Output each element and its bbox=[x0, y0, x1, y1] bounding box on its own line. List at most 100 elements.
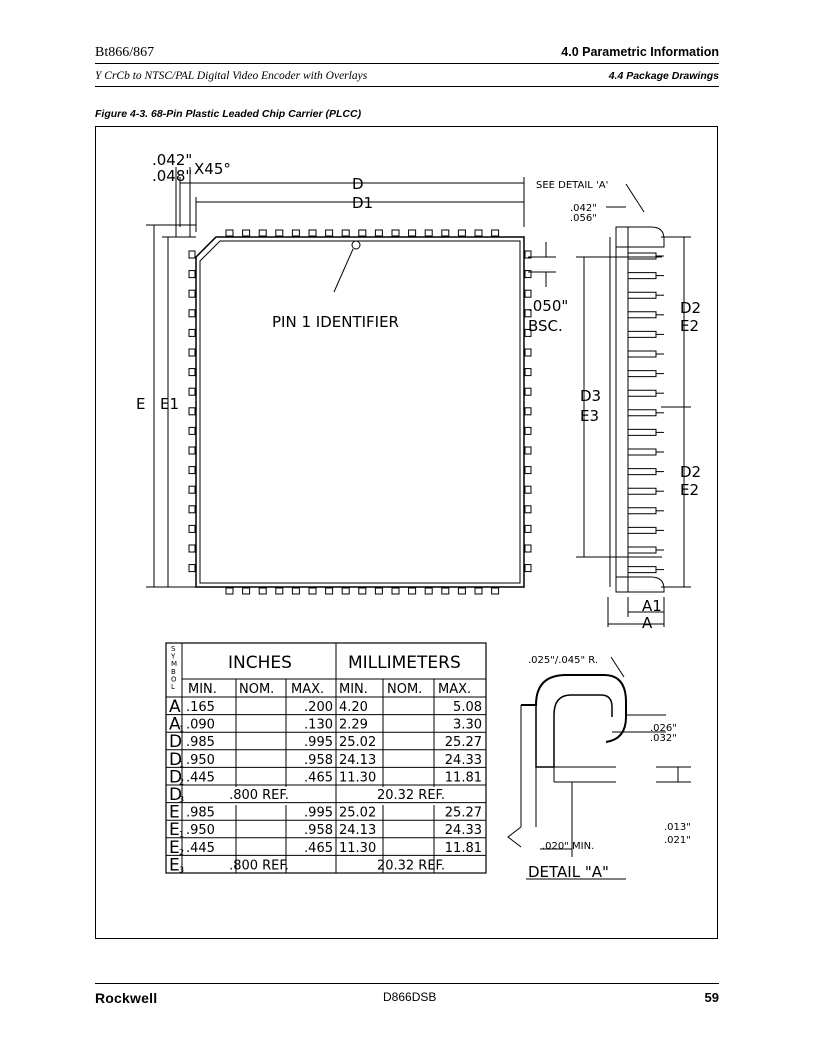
pin-top bbox=[325, 229, 334, 237]
pin-left bbox=[188, 426, 196, 435]
see-detail-label: SEE DETAIL 'A' bbox=[536, 180, 608, 191]
table-cell-mm-min: 4.20 bbox=[339, 700, 368, 715]
pin-left bbox=[188, 309, 196, 318]
table-cell-symbol: E bbox=[169, 820, 180, 840]
pin-bottom bbox=[275, 587, 284, 595]
table-cell-inch-min: .445 bbox=[186, 841, 215, 856]
lead-width-top-label: .026" bbox=[650, 723, 677, 734]
table-cell-inch-max: .200 bbox=[304, 700, 333, 715]
pin-left bbox=[188, 387, 196, 396]
pin-left bbox=[188, 407, 196, 416]
pin-bottom bbox=[325, 587, 334, 595]
table-cell-mm-max: 11.81 bbox=[445, 770, 482, 785]
table-sub-inch-min: MIN. bbox=[188, 682, 217, 697]
pin-bottom bbox=[391, 587, 400, 595]
dimension-e-label: E bbox=[136, 395, 145, 413]
symbol-header-letter: Y bbox=[170, 653, 176, 661]
pin-bottom bbox=[441, 587, 450, 595]
pin-left bbox=[188, 446, 196, 455]
table-cell-mm-max: 3.30 bbox=[453, 718, 482, 733]
document-subtitle: Y CrCb to NTSC/PAL Digital Video Encoder… bbox=[95, 70, 368, 82]
dimension-a-label: A bbox=[642, 614, 653, 632]
table-cell-mm-min: 25.02 bbox=[339, 806, 376, 821]
table-cell-inch-max: .465 bbox=[304, 841, 333, 856]
pin-right bbox=[524, 505, 532, 514]
pin-bottom bbox=[291, 587, 300, 595]
dimension-e2-top-label: E2 bbox=[680, 317, 699, 335]
table-cell-symbol-sub: 2 bbox=[179, 777, 184, 786]
pin-bottom bbox=[424, 587, 433, 595]
pin-bottom bbox=[374, 587, 383, 595]
table-cell-inch-max: .995 bbox=[304, 806, 333, 821]
table-cell-mm-max: 25.27 bbox=[445, 735, 482, 750]
pin-bottom bbox=[242, 587, 251, 595]
table-sub-inch-max: MAX. bbox=[291, 682, 324, 697]
pin-right bbox=[524, 466, 532, 475]
side-lead bbox=[628, 370, 657, 378]
table-cell-inch-max: .995 bbox=[304, 735, 333, 750]
table-cell-mm-max: 25.27 bbox=[445, 806, 482, 821]
dimension-d2-top-label: D2 bbox=[680, 299, 701, 317]
side-lead bbox=[628, 291, 657, 299]
header-rule bbox=[95, 63, 719, 64]
pin-top bbox=[391, 229, 400, 237]
section-title: 4.0 Parametric Information bbox=[561, 45, 719, 59]
table-cell-inch-max: .958 bbox=[304, 823, 333, 838]
package-top-view bbox=[188, 229, 532, 595]
pin-top bbox=[408, 229, 417, 237]
pin-top bbox=[491, 229, 500, 237]
detail-a-title: DETAIL "A" bbox=[528, 863, 609, 881]
pin-top bbox=[358, 229, 367, 237]
chamfer-top-label: .042" bbox=[152, 151, 192, 169]
table-cell-mm-ref: 20.32 REF. bbox=[377, 788, 445, 803]
dimension-e1-label: E1 bbox=[160, 395, 179, 413]
pin-top bbox=[341, 229, 350, 237]
pin-top bbox=[225, 229, 234, 237]
pin-bottom bbox=[308, 587, 317, 595]
figure-caption: Figure 4-3. 68-Pin Plastic Leaded Chip C… bbox=[95, 108, 362, 120]
table-cell-mm-min: 11.30 bbox=[339, 770, 376, 785]
pin-bottom bbox=[358, 587, 367, 595]
table-cell-mm-ref: 20.32 REF. bbox=[377, 858, 445, 873]
table-sub-mm-nom: NOM. bbox=[387, 682, 422, 697]
lead-width-bottom-label: .032" bbox=[650, 733, 677, 744]
pin-left bbox=[188, 524, 196, 533]
table-cell-inch-ref: .800 REF. bbox=[229, 788, 289, 803]
symbol-header-letter: L bbox=[171, 683, 175, 691]
pin-left bbox=[188, 485, 196, 494]
table-cell-inch-min: .985 bbox=[186, 806, 215, 821]
table-cell-inch-min: .445 bbox=[186, 770, 215, 785]
table-cell-mm-max: 5.08 bbox=[453, 700, 482, 715]
symbol-header-letter: O bbox=[171, 675, 177, 683]
pin-bottom bbox=[457, 587, 466, 595]
pin1-dot bbox=[351, 240, 361, 250]
table-sub-mm-min: MIN. bbox=[339, 682, 368, 697]
dimension-d3-label: D3 bbox=[580, 387, 601, 405]
lead-thickness-detail-bottom: .021" bbox=[664, 835, 691, 846]
bsc-label: BSC. bbox=[528, 317, 563, 335]
table-cell-inch-max: .465 bbox=[304, 770, 333, 785]
pin-bottom bbox=[341, 587, 350, 595]
table-cell-symbol: E bbox=[169, 855, 180, 875]
pin-right bbox=[524, 250, 532, 259]
table-cell-inch-min: .090 bbox=[186, 718, 215, 733]
side-lead bbox=[628, 252, 657, 260]
side-lead bbox=[628, 350, 657, 358]
min-clearance-label: .020" MIN. bbox=[542, 841, 594, 852]
pin-bottom bbox=[474, 587, 483, 595]
pin-bottom bbox=[258, 587, 267, 595]
lead-thickness-bottom: .056" bbox=[570, 213, 597, 224]
table-cell-inch-ref: .800 REF. bbox=[229, 858, 289, 873]
table-cell-symbol: D bbox=[169, 785, 182, 805]
table-cell-inch-min: .165 bbox=[186, 700, 215, 715]
chamfer-angle-label: X45° bbox=[194, 160, 231, 178]
side-lead bbox=[628, 566, 657, 574]
symbol-header-letter: S bbox=[171, 645, 176, 653]
document-title: Bt866/867 bbox=[95, 45, 155, 60]
table-cell-symbol: D bbox=[169, 750, 182, 770]
pin-top bbox=[275, 229, 284, 237]
pin-left bbox=[188, 564, 196, 573]
pin-right bbox=[524, 544, 532, 553]
table-cell-symbol-sub: 3 bbox=[179, 865, 184, 874]
side-lead bbox=[628, 507, 657, 515]
